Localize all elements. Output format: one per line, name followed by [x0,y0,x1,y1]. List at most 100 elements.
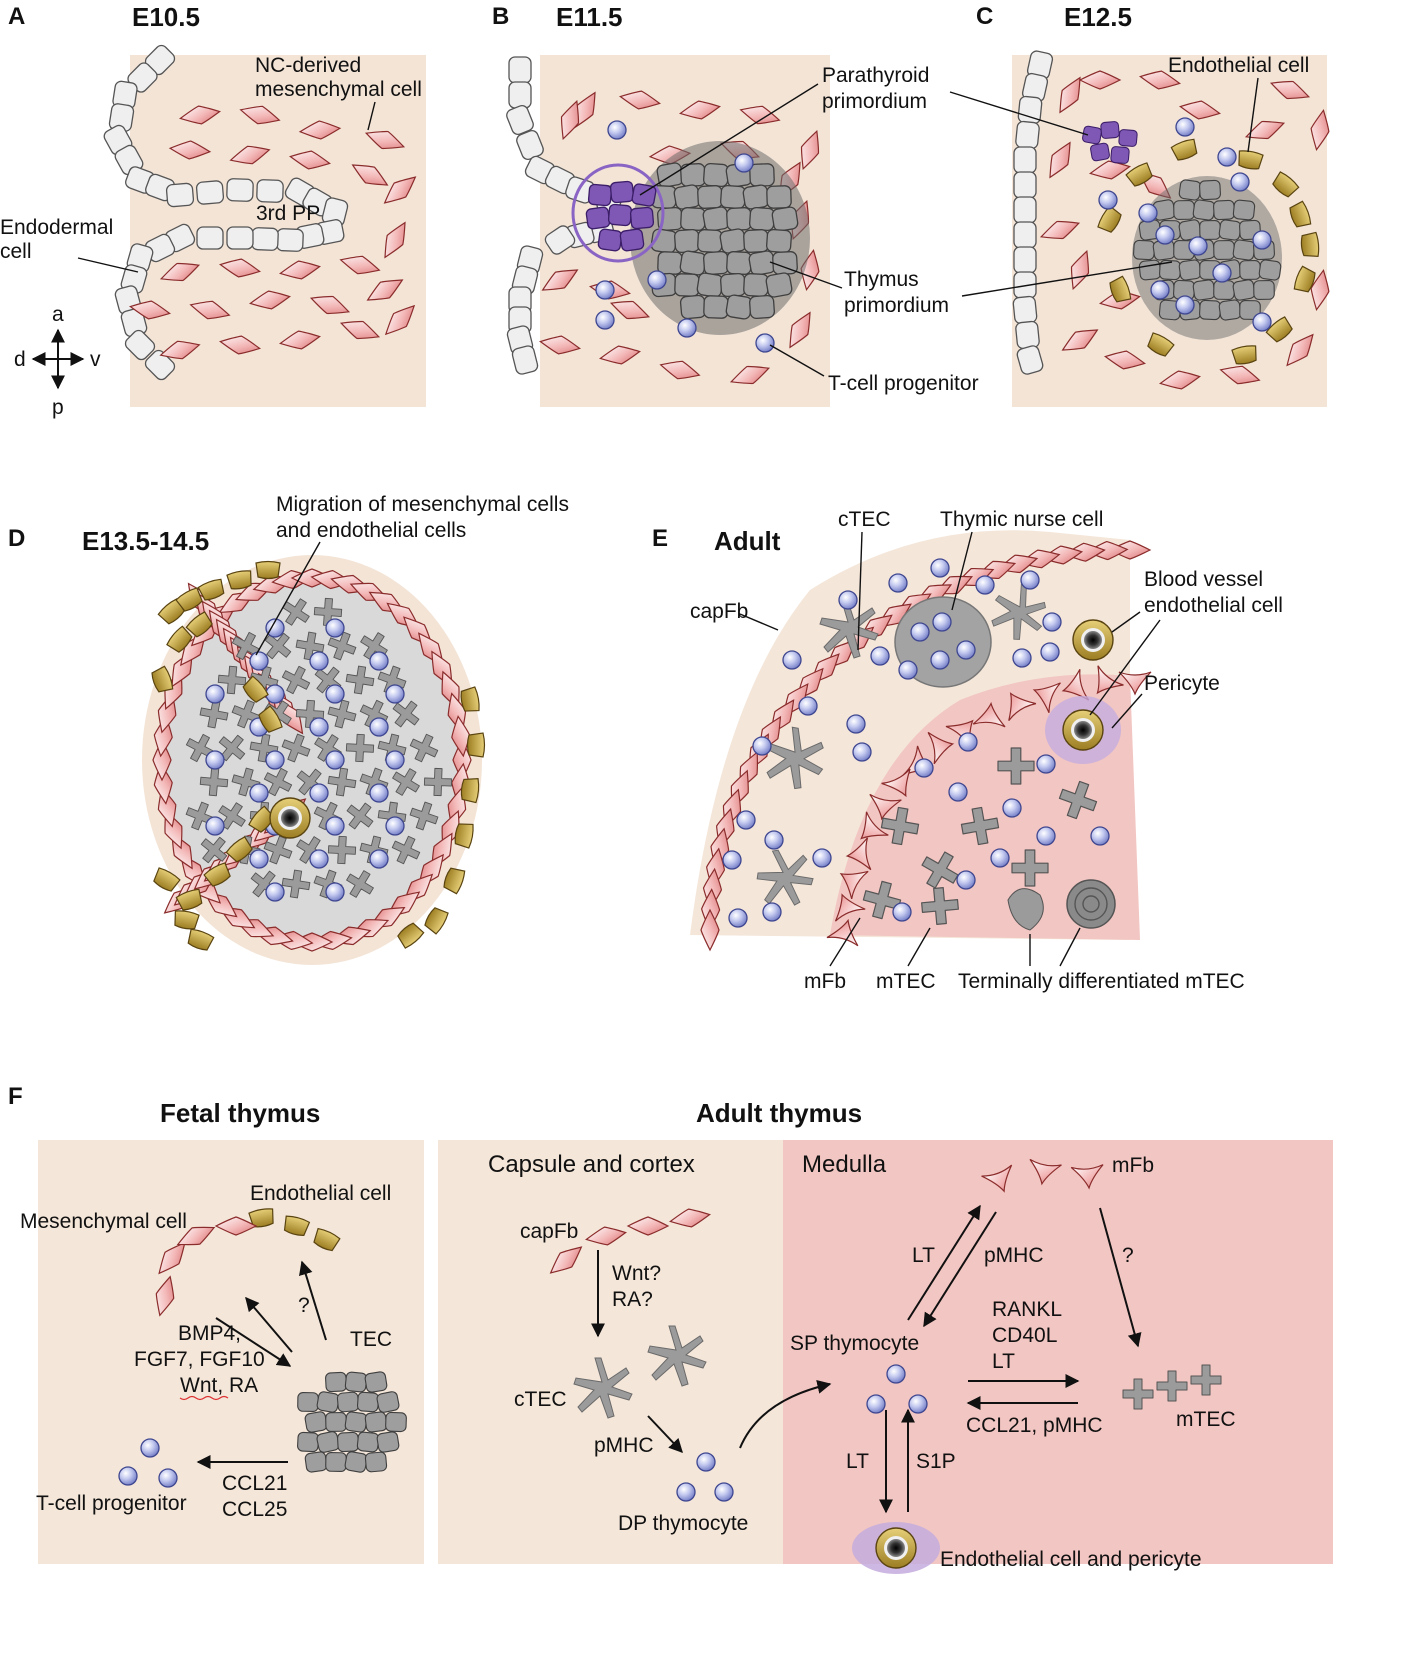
s1p-label: S1P [916,1450,956,1473]
axis-p: p [52,396,64,419]
terminal-mtec-leader [1029,927,1081,967]
endothelial-pericyte-label: Endothelial cell and pericyte [940,1548,1202,1571]
thymus-epithelial-cell [696,184,724,210]
mtec-leader-e [907,927,931,967]
thymus-epithelial-cell [1239,259,1261,281]
thymus-epithelial-cell [678,249,708,277]
thymocyte [249,783,269,803]
sp-thymocyte-label: SP thymocyte [790,1332,919,1355]
thymocyte [249,849,269,869]
thymus-epithelial-cell [770,205,800,233]
endodermal-cell [508,81,532,109]
thymocyte [1002,798,1022,818]
dp-thymocyte [696,1452,716,1472]
blood-vessel-d [269,797,311,839]
thymic-nurse-cell [894,596,992,688]
tec-cell [336,1391,360,1413]
panel-letter-b: B [492,3,509,30]
panel-d: D E13.5-14.5 Migration of mesenchymal ce… [8,493,569,965]
fetal-factor-2: FGF7, FGF10 [134,1348,265,1371]
thymus-epithelial-cell [1173,199,1195,221]
arrow-dp-to-sp [739,1379,832,1449]
tec-cell [297,1391,319,1413]
migration-label: Migration of mesenchymal cells [276,493,569,516]
tec-cell [343,1450,369,1474]
t-cell-progenitor [1230,172,1250,192]
thymocyte [782,650,802,670]
thymocyte [812,848,832,868]
thymus-epithelial-cell [1198,179,1222,201]
thymus-epithelial-cell [719,184,747,210]
thymus-epithelial-cell [1198,299,1222,321]
parathyroid-cell [1081,125,1103,145]
cortex-pmhc-label: pMHC [594,1434,654,1457]
thymocyte [249,651,269,671]
thymocyte [385,684,405,704]
thymus-epithelial-cell [679,294,707,320]
thymocyte [888,573,908,593]
thymocyte [325,816,345,836]
endodermal-cell [1013,196,1037,224]
capfb-leader [739,613,779,631]
thymocyte [975,575,995,595]
t-cell-progenitor [1155,225,1175,245]
arrow-mes-to-tec [215,1317,292,1367]
thymocyte [722,850,742,870]
t-cell-progenitor [677,318,697,338]
endothelial-cell [185,927,215,953]
medulla-mtec-label: mTEC [1176,1408,1236,1431]
thymocyte [1042,612,1062,632]
arrow-mfb-to-sp [923,1211,997,1328]
thymus-epithelial-cell [725,206,753,232]
endodermal-cell [255,178,285,204]
blood-vessel-cortex [1072,619,1114,661]
thymocyte [762,902,782,922]
fetal-tec-label: TEC [350,1328,392,1351]
axis-compass: a p d v [14,303,101,419]
thymocyte [385,816,405,836]
endodermal-cell [226,226,254,250]
thymus-epithelial-cell [1218,298,1242,322]
thymus-epithelial-cell [673,272,701,298]
thymus-epithelial-cell [748,206,776,232]
fetal-t-progenitor-label: T-cell progenitor [36,1492,187,1515]
thymocyte [205,816,225,836]
tec-cell [324,1371,348,1393]
thymocyte [265,750,285,770]
wnt-label: Wnt? [612,1262,661,1285]
thymus-epithelial-cell [656,250,684,276]
third-pharyngeal-pouch-label: 3rd PP [256,202,320,225]
arrow-sp-to-mfb [907,1204,981,1321]
sp-thymocyte [866,1394,886,1414]
endodermal-cell [165,182,195,208]
t-cell-progenitor [755,333,775,353]
thymus-epithelial-cell [679,206,707,232]
fetal-endothelial-label: Endothelial cell [250,1182,391,1205]
fetal-factor-1: BMP4, [178,1322,241,1345]
parathyroid-cell [1089,142,1111,162]
thymocyte [910,622,930,642]
thymocyte [309,717,329,737]
thymus-epithelial-cell [702,162,730,188]
thymocyte [325,882,345,902]
thymus-primordium-leader [769,261,843,289]
arrow-tec-to-mes [245,1296,293,1353]
thymocyte [838,590,858,610]
endodermal-cell [250,226,280,252]
parathyroid-cell [1110,145,1130,165]
thymocyte [846,714,866,734]
thymocyte [369,783,389,803]
sp-thymocyte [908,1394,928,1414]
parathyroid-cell [587,183,613,207]
thymus-epithelial-cell [1213,279,1235,301]
thymocyte [914,758,934,778]
fetal-mesenchymal-label: Mesenchymal cell [20,1210,187,1233]
cortex-title: Capsule and cortex [488,1151,695,1178]
thymocyte [265,882,285,902]
panel-e: E Adult cTEC Thymic nurse cell capFb Blo… [652,508,1283,993]
thymocyte [325,618,345,638]
parathyroid-cell [1100,120,1120,140]
panel-a: A E10.5 NC-derived mesenchymal cell Endo… [0,2,426,419]
fetal-box [38,1140,424,1564]
arrow-mfb-to-mtec [1099,1207,1142,1348]
